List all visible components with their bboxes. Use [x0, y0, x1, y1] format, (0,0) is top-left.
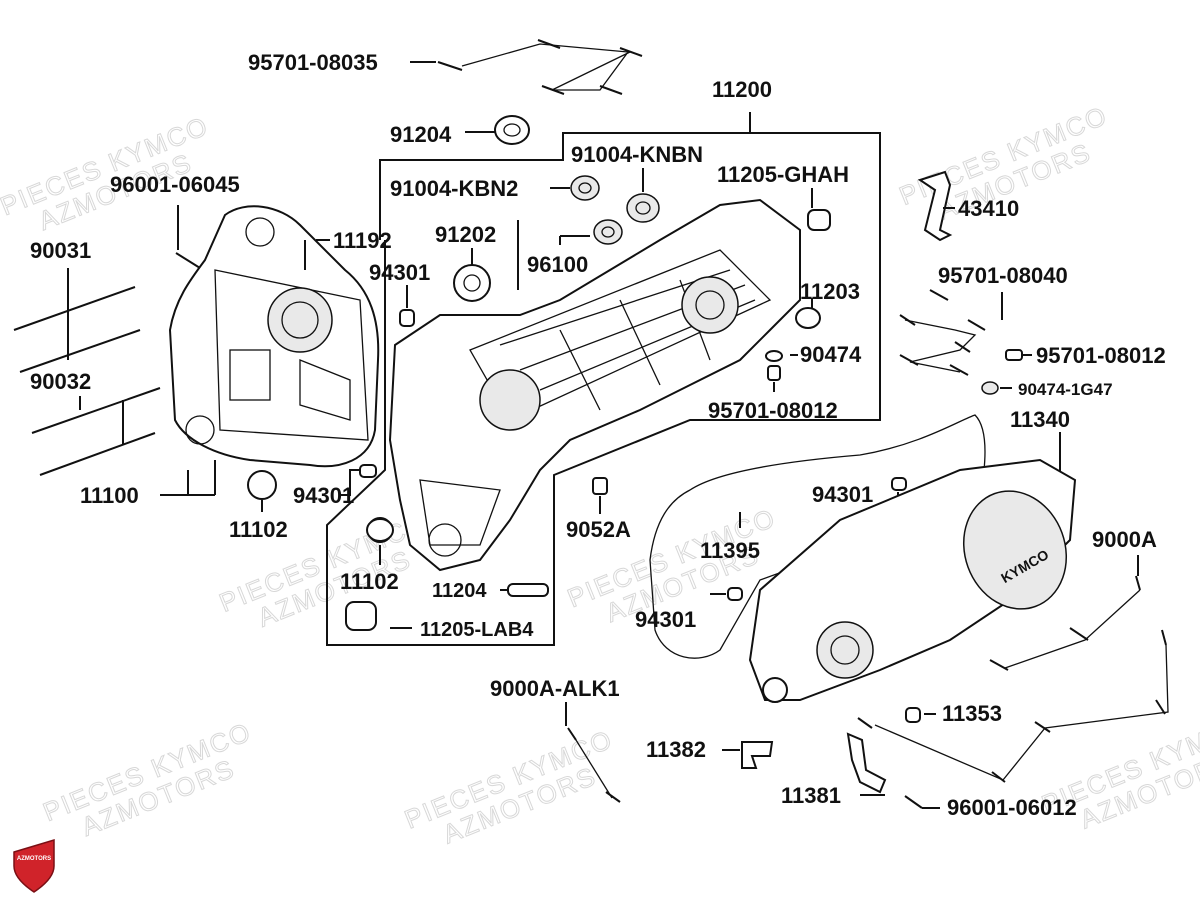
bushing-11102-b	[366, 518, 394, 542]
label-11382: 11382	[646, 737, 706, 762]
part-labels: 95701-08035 11200 91204 91004-KNBN 96001…	[30, 50, 1166, 820]
clip-11381	[846, 732, 887, 794]
label-9052a: 9052A	[566, 517, 631, 542]
studs-90032	[31, 387, 161, 476]
bracket-43410	[917, 170, 953, 242]
label-11192: 11192	[333, 228, 392, 253]
label-90474: 90474	[800, 342, 862, 367]
label-94301-d: 94301	[635, 607, 696, 632]
label-11340: 11340	[1010, 407, 1070, 432]
label-91004-kbn2: 91004-KBN2	[390, 176, 518, 201]
label-90474-1g47: 90474-1G47	[1018, 380, 1113, 399]
label-11100: 11100	[80, 483, 139, 508]
label-11205-ghah: 11205-GHAH	[717, 162, 849, 187]
bushing-11205-lab4	[345, 601, 377, 631]
transmission-cover-11340: KYMCO	[748, 458, 1077, 703]
label-96001-06012: 96001-06012	[947, 795, 1077, 820]
studs-90031	[13, 286, 141, 373]
label-11395: 11395	[700, 538, 760, 563]
leader-lines	[67, 43, 1169, 809]
azmotors-logo: AZMOTORS	[13, 838, 55, 893]
gasket-11395	[649, 414, 986, 659]
assembly-bracket-11200	[326, 112, 881, 646]
bearing-91204	[494, 115, 530, 145]
label-11102-b: 11102	[340, 569, 399, 594]
label-95701-08040: 95701-08040	[938, 263, 1068, 288]
label-11203: 11203	[800, 279, 860, 304]
bearing-91004-kbn2	[570, 175, 600, 201]
bushing-11205-ghah	[807, 209, 831, 231]
label-95701-08012-a: 95701-08012	[708, 398, 838, 423]
washer-90474	[765, 350, 783, 381]
label-11102-a: 11102	[229, 517, 288, 542]
plug-11353	[905, 707, 921, 723]
label-94301-b: 94301	[293, 483, 354, 508]
left-crankcase-11100	[168, 205, 380, 500]
bushing-11203	[795, 307, 821, 329]
clip-11382	[741, 741, 774, 769]
label-11205-lab4: 11205-LAB4	[420, 619, 534, 641]
bearing-91004-knbn	[626, 193, 660, 223]
dowel-94301-a	[399, 309, 415, 327]
label-11381: 11381	[781, 783, 841, 808]
dowel-94301-b	[359, 464, 377, 478]
label-94301-a: 94301	[369, 260, 430, 285]
logo-text: AZMOTORS	[17, 856, 51, 862]
bolt-95701-08012-b	[1005, 349, 1023, 361]
label-96100: 96100	[527, 252, 588, 277]
right-crankcase-11200	[367, 198, 801, 572]
washer-90474-1g47	[981, 381, 999, 395]
dowel-94301-c	[891, 477, 907, 491]
bolt-9052a	[592, 477, 608, 495]
label-95701-08012-b: 95701-08012	[1036, 343, 1166, 368]
label-90032: 90032	[30, 369, 91, 394]
label-91202: 91202	[435, 222, 496, 247]
label-11204: 11204	[432, 580, 487, 602]
label-9000a-alk1: 9000A-ALK1	[490, 676, 620, 701]
label-90031: 90031	[30, 238, 91, 263]
label-95701-08035: 95701-08035	[248, 50, 378, 75]
dowel-94301-d	[727, 587, 743, 601]
label-91204: 91204	[390, 122, 452, 147]
label-9000a: 9000A	[1092, 527, 1157, 552]
label-96001-06045: 96001-06045	[110, 172, 240, 197]
bolts-group	[175, 39, 1167, 809]
label-94301-c: 94301	[812, 482, 873, 507]
seal-91202	[453, 264, 491, 302]
label-11353: 11353	[942, 701, 1002, 726]
label-11200: 11200	[712, 77, 772, 102]
bearing-96100	[593, 219, 623, 245]
label-91004-knbn: 91004-KNBN	[571, 142, 703, 167]
label-43410: 43410	[958, 196, 1019, 221]
pin-11204	[507, 583, 549, 597]
